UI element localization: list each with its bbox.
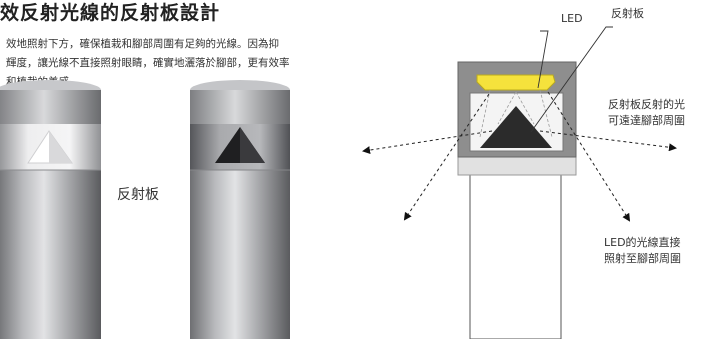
direct-ray-left bbox=[403, 93, 490, 221]
caption-line: 反射板反射的光 bbox=[608, 98, 685, 111]
reflected-ray-right bbox=[539, 130, 677, 152]
description-line: 輝度，讓光線不直接照射眼睛，確實地灑落於腳部，更有效率 bbox=[6, 57, 290, 69]
caption-line: LED的光線直接 bbox=[604, 236, 681, 249]
page-title: 效反射光線的反射板設計 bbox=[0, 2, 221, 24]
bollard-photo-white-reflector bbox=[0, 80, 101, 339]
direct-light-caption: LED的光線直接 照射至腳部周圍 bbox=[604, 235, 681, 267]
led-label: LED bbox=[561, 12, 583, 25]
light-ray-arrows bbox=[362, 91, 677, 222]
label-leaders bbox=[530, 26, 613, 133]
reflector-photo-label: 反射板 bbox=[117, 187, 159, 203]
caption-line: 照射至腳部周圍 bbox=[604, 252, 681, 265]
reflector-cone bbox=[480, 106, 552, 148]
reflector-label: 反射板 bbox=[611, 7, 644, 20]
led-module bbox=[476, 74, 556, 91]
bollard-photo-dark-reflector bbox=[190, 80, 290, 339]
bollard-cross-section bbox=[457, 61, 577, 339]
caption-line: 可遠達腳部周圍 bbox=[608, 114, 685, 127]
direct-ray-right bbox=[547, 91, 631, 222]
description-line: 效地照射下方，確保植栽和腳部周圍有足夠的光線。因為抑 bbox=[6, 38, 279, 50]
reflected-light-caption: 反射板反射的光 可遠達腳部周圍 bbox=[608, 97, 685, 129]
